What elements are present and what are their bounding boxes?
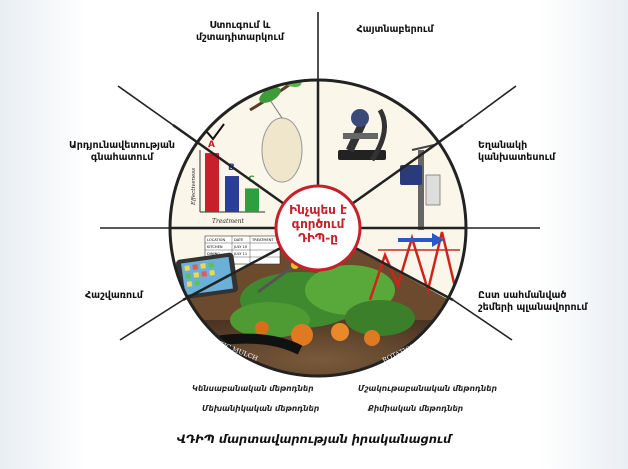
- center-hub: [274, 184, 362, 272]
- outer-spokes: [100, 12, 540, 341]
- table-cell: JULY 11: [233, 252, 247, 256]
- center-title-line: գործում: [292, 217, 346, 231]
- label-thresholds: Ըստ սահմանված շեմերի պլանավորում: [478, 290, 588, 313]
- bar-a-label: A: [208, 140, 215, 150]
- center-title-line: Ինչպես է: [289, 203, 347, 217]
- label-prevention: Եղանակի կանխատեսում: [478, 140, 556, 163]
- label-cultural-methods: Մշակութաբանական մեթոդներ: [358, 384, 497, 393]
- label-monitoring: Ստուգում և մշտադիտարկում: [195, 20, 285, 43]
- label-evaluation: Արդյունավետության գնահատում: [68, 140, 176, 163]
- bar-a: [205, 153, 219, 212]
- table-header-date: DATE: [234, 238, 244, 242]
- chart-y-label: Effectiveness: [191, 168, 197, 206]
- weather-station-icon: [400, 144, 441, 230]
- chart-x-label: Treatment: [212, 218, 245, 225]
- label-mechanical-methods: Մեխանիկական մեթոդներ: [202, 404, 320, 413]
- label-identification: Հայտնաբերում: [356, 24, 434, 35]
- table-header-location: LOCATION: [207, 238, 225, 242]
- bar-c: [245, 188, 259, 212]
- wheel-ring: [168, 78, 468, 378]
- label-biological-methods: Կենսաբանական մեթոդներ: [192, 384, 314, 393]
- table-header-treatment: TREATMENT: [251, 238, 274, 242]
- table-cell: KITCHEN: [207, 245, 223, 249]
- sprayer-wand: [257, 263, 296, 294]
- crop-foliage: [230, 265, 415, 346]
- insect-bag: [261, 117, 303, 183]
- bar-b: [225, 176, 239, 212]
- label-chemical-methods: Քիմիական մեթոդներ: [368, 404, 464, 413]
- table-cell: DINING: [207, 252, 220, 256]
- microscope-icon: [338, 108, 387, 162]
- center-title-line: ԴԻՊ-ը: [298, 231, 338, 245]
- checkmark-icon: [206, 123, 225, 141]
- diagram-caption: ՎԴԻՊ մարտավարության իրականացում: [176, 432, 452, 446]
- tablet-icon: [176, 252, 238, 300]
- threshold-graph: [368, 231, 460, 301]
- label-records: Հաշվառում: [85, 290, 143, 301]
- table-cell: JULY 10: [233, 245, 248, 249]
